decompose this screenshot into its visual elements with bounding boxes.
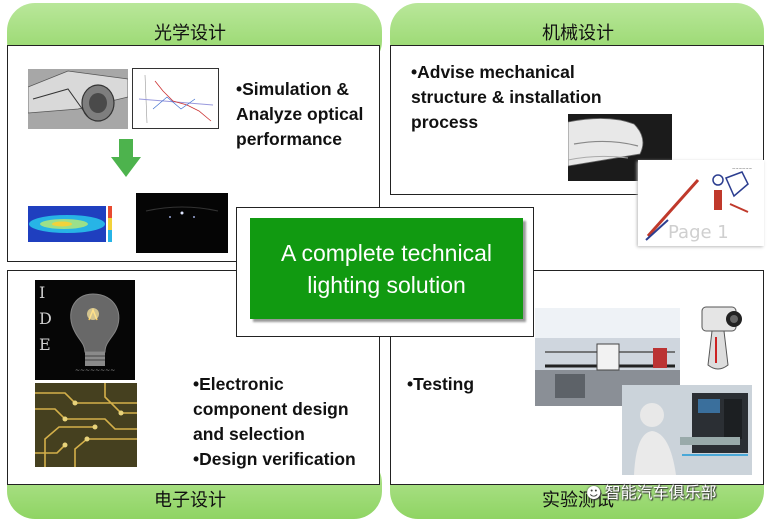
installation-drawing-image: ~~~~~~ Page 1 — [638, 160, 764, 246]
optical-line-3: performance — [236, 129, 343, 149]
svg-text:~~~~~~: ~~~~~~ — [732, 166, 752, 171]
svg-text:~~~~~~~~: ~~~~~~~~ — [75, 367, 115, 374]
photometer-device-image — [698, 303, 748, 375]
svg-text:D: D — [39, 309, 52, 328]
ray-trace-image — [132, 68, 219, 129]
circuit-board-image — [35, 383, 137, 467]
night-road-image — [136, 193, 228, 253]
mechanical-line-2: structure & installation — [411, 87, 602, 107]
svg-text:E: E — [39, 335, 51, 354]
down-arrow-icon — [111, 139, 141, 177]
lab-operator-image — [622, 385, 752, 475]
intensity-plot-image — [22, 192, 120, 252]
svg-text:I: I — [39, 283, 47, 302]
mechanical-line-3: process — [411, 112, 479, 132]
center-line-2: lighting solution — [307, 271, 466, 298]
optical-line-1: •Simulation & — [236, 79, 350, 99]
club-watermark: ☻智能汽车俱乐部 — [586, 479, 717, 503]
electronic-line-2: component design — [193, 399, 349, 419]
electronic-design-text: •Electronic component design and selecti… — [193, 372, 356, 472]
wechat-icon: ☻ — [586, 484, 602, 502]
watermark-text: 智能汽车俱乐部 — [604, 483, 717, 502]
drawing-page-label: Page 1 — [668, 222, 729, 243]
electronic-line-1: •Electronic — [193, 374, 284, 394]
optical-design-title: 光学设计 — [154, 23, 226, 44]
light-bulb-image: I D E ~~~~~~~~ — [35, 280, 135, 380]
electronic-design-title: 电子设计 — [154, 490, 226, 511]
center-line-1: A complete technical — [281, 239, 492, 266]
mechanical-line-1: •Advise mechanical — [411, 62, 575, 82]
testing-line-1: •Testing — [407, 374, 475, 394]
mechanical-design-text: •Advise mechanical structure & installat… — [411, 60, 602, 135]
mechanical-design-title: 机械设计 — [542, 23, 614, 44]
optical-design-text: •Simulation & Analyze optical performanc… — [236, 77, 363, 152]
testing-text: •Testing — [407, 372, 474, 397]
electronic-line-4: •Design verification — [193, 449, 356, 469]
center-banner: A complete technical lighting solution — [250, 218, 523, 319]
headlamp-cad-image — [28, 69, 128, 129]
testing-title: 实验测试 — [542, 490, 614, 511]
optical-line-2: Analyze optical — [236, 104, 364, 124]
electronic-line-3: and selection — [193, 424, 305, 444]
